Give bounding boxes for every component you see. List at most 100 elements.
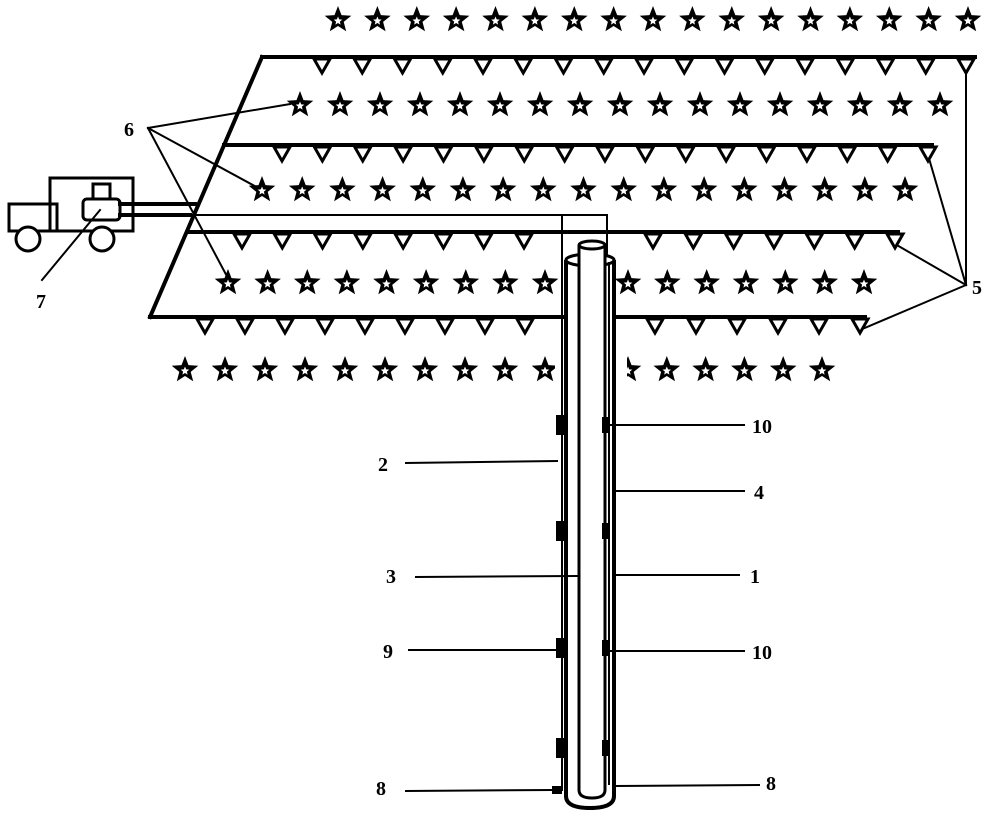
plant-star-icon <box>679 6 706 32</box>
plant-star-icon <box>639 6 667 32</box>
label-7-leader <box>40 208 102 282</box>
dripper-icon <box>593 57 615 77</box>
dripper-icon <box>917 145 939 165</box>
dripper-icon <box>642 232 664 252</box>
dripper-icon <box>955 57 977 77</box>
dripper-icon <box>884 232 906 252</box>
dripper-icon <box>726 317 748 337</box>
dripper-icon <box>351 57 373 77</box>
dripper-icon <box>354 317 376 337</box>
plant-star-icon <box>811 176 838 202</box>
dripper-icon <box>352 232 374 252</box>
dripper-icon <box>311 57 333 77</box>
plant-star-icon <box>286 91 314 117</box>
plant-star-icon <box>531 269 559 295</box>
dripper-icon <box>844 232 866 252</box>
plant-star-icon <box>766 91 794 117</box>
plant-star-icon <box>954 6 982 32</box>
plant-star-icon <box>851 176 879 202</box>
plant-star-icon <box>449 176 477 202</box>
plant-star-icon <box>686 91 714 117</box>
dripper-icon <box>473 232 495 252</box>
plant-star-icon <box>797 6 824 32</box>
plant-star-icon <box>836 6 864 32</box>
plant-star-icon <box>451 356 479 382</box>
plant-star-icon <box>600 6 627 32</box>
wheel-rear <box>88 225 116 253</box>
plant-star-icon <box>771 176 798 202</box>
plant-star-icon <box>489 176 517 202</box>
dripper-icon <box>874 57 897 77</box>
plant-star-icon <box>886 91 914 117</box>
plant-star-icon <box>846 91 874 117</box>
plant-star-icon <box>211 356 239 382</box>
plant-star-icon <box>692 356 719 382</box>
dripper-icon <box>231 232 253 252</box>
dripper-icon <box>352 145 374 165</box>
dripper-icon <box>513 232 535 252</box>
label-7: 7 <box>36 291 46 313</box>
plant-star-icon <box>650 176 678 202</box>
label-10-upper: 10 <box>752 416 772 438</box>
plant-star-icon <box>693 269 720 295</box>
dripper-icon <box>311 232 334 252</box>
plant-star-icon <box>442 6 470 32</box>
plant-star-icon <box>731 356 758 382</box>
label-5: 5 <box>972 277 982 299</box>
plant-star-icon <box>333 269 361 295</box>
plant-star-icon <box>366 91 394 117</box>
dripper-icon <box>432 57 454 77</box>
plant-star-icon <box>482 6 509 32</box>
plant-star-icon <box>324 6 352 32</box>
plant-star-icon <box>646 91 674 117</box>
plant-star-icon <box>653 356 681 382</box>
plant-star-icon <box>606 91 634 117</box>
label-8-left: 8 <box>376 778 386 800</box>
plant-star-icon <box>254 269 281 295</box>
label-3: 3 <box>386 566 396 588</box>
plant-star-icon <box>566 91 594 117</box>
plant-star-icon <box>806 91 834 117</box>
plant-star-icon <box>732 269 760 295</box>
plant-star-icon <box>530 176 557 202</box>
label-1: 1 <box>750 566 760 588</box>
dripper-icon <box>634 145 656 165</box>
plant-star-icon <box>411 356 439 382</box>
dripper-icon <box>794 57 816 77</box>
dripper-icon <box>675 145 697 165</box>
plant-star-icon <box>412 269 440 295</box>
dripper-icon <box>633 57 655 77</box>
dripper-icon <box>392 145 414 165</box>
plant-star-icon <box>718 6 746 32</box>
dripper-icon <box>803 232 825 252</box>
plant-star-icon <box>329 176 356 202</box>
plant-star-icon <box>406 91 434 117</box>
dripper-icon <box>682 232 704 252</box>
plant-star-icon <box>248 176 276 202</box>
plant-star-icon <box>811 269 838 295</box>
plant-star-icon <box>730 176 758 202</box>
plant-star-icon <box>769 356 797 382</box>
wheel-front <box>14 225 42 253</box>
label-5-leaders <box>858 69 968 332</box>
dripper-icon <box>514 317 536 337</box>
dripper-icon <box>434 317 456 337</box>
dripper-icon <box>713 57 736 77</box>
plant-star-icon <box>850 269 878 295</box>
plant-star-icon <box>291 356 319 382</box>
dripper-icon <box>877 145 899 165</box>
plant-star-icon <box>486 91 514 117</box>
dripper-icon <box>474 317 496 337</box>
dripper-icon <box>594 145 616 165</box>
plant-star-icon <box>526 91 554 117</box>
plant-star-icon <box>491 356 519 382</box>
label-6-leaders <box>146 102 292 284</box>
plant-star-icon <box>614 269 642 295</box>
dripper-icon <box>512 57 534 77</box>
plant-star-icon <box>531 356 559 382</box>
plant-star-icon <box>772 269 799 295</box>
dripper-icon <box>767 317 789 337</box>
plant-star-icon <box>915 6 942 32</box>
plant-star-icon <box>875 6 903 32</box>
plant-star-icon <box>757 6 785 32</box>
